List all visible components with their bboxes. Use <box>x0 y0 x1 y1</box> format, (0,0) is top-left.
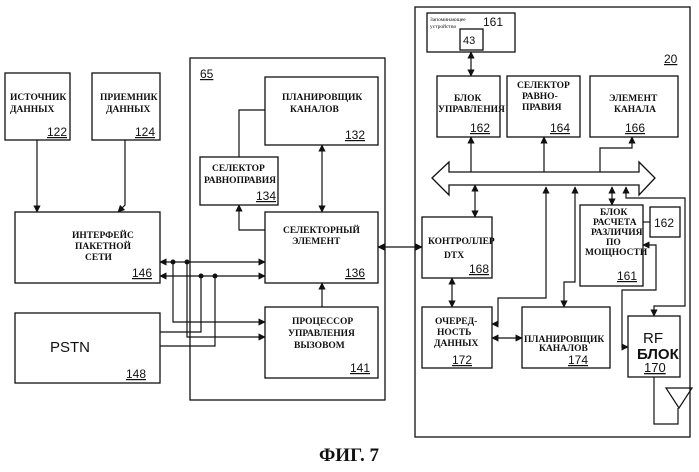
svg-text:РАЗЛИЧИЯ: РАЗЛИЧИЯ <box>591 228 643 238</box>
block-data-queue-172: ОЧЕРЕД- НОСТЬ ДАННЫХ 172 <box>422 307 492 368</box>
svg-text:170: 170 <box>644 360 666 375</box>
svg-text:РАСЧЕТА: РАСЧЕТА <box>593 218 637 228</box>
svg-text:172: 172 <box>452 353 472 367</box>
svg-text:ПРОЦЕССОР: ПРОЦЕССОР <box>292 317 353 327</box>
svg-text:132: 132 <box>345 128 365 142</box>
block-channel-scheduler-174: ПЛАНИРОВЩИК КАНАЛОВ 174 <box>522 307 610 368</box>
svg-text:ПО: ПО <box>606 238 621 248</box>
svg-text:СЕЛЕКТОР: СЕЛЕКТОР <box>212 164 265 174</box>
svg-text:ПАКЕТНОЙ: ПАКЕТНОЙ <box>75 240 132 252</box>
svg-text:ОЧЕРЕД-: ОЧЕРЕД- <box>435 317 477 327</box>
svg-text:124: 124 <box>135 125 155 139</box>
svg-text:ПРАВИЯ: ПРАВИЯ <box>522 103 562 113</box>
svg-text:ДАННЫХ: ДАННЫХ <box>106 105 151 115</box>
svg-text:ДАННЫХ: ДАННЫХ <box>434 339 479 349</box>
svg-text:БЛОК: БЛОК <box>454 94 482 104</box>
svg-text:141: 141 <box>350 361 370 375</box>
svg-text:ЭЛЕМЕНТ: ЭЛЕМЕНТ <box>292 237 341 247</box>
svg-text:134: 134 <box>256 189 276 203</box>
svg-text:ИСТОЧНИК: ИСТОЧНИК <box>10 93 66 103</box>
svg-text:БЛОК: БЛОК <box>600 208 628 218</box>
svg-text:ПЛАНИРОВЩИК: ПЛАНИРОВЩИК <box>282 93 362 103</box>
block-pstn: PSTN 148 <box>15 313 160 383</box>
block-data-source: ИСТОЧНИК ДАННЫХ 122 <box>5 73 70 140</box>
svg-text:РАВНОПРАВИЯ: РАВНОПРАВИЯ <box>204 176 276 186</box>
svg-text:162: 162 <box>654 216 674 230</box>
svg-text:168: 168 <box>469 262 489 276</box>
svg-text:166: 166 <box>625 121 645 135</box>
svg-text:СЕТИ: СЕТИ <box>85 253 113 263</box>
svg-text:НОСТЬ: НОСТЬ <box>437 328 471 338</box>
svg-text:КАНАЛОВ: КАНАЛОВ <box>290 105 339 115</box>
block-power-difference-161: БЛОК РАСЧЕТА РАЗЛИЧИЯ ПО МОЩНОСТИ 161 <box>580 205 648 286</box>
block-packet-network-interface: ИНТЕРФЕЙС ПАКЕТНОЙ СЕТИ 146 <box>15 212 160 283</box>
block-fairness-selector-164: СЕЛЕКТОР РАВНО- ПРАВИЯ 164 <box>507 76 580 137</box>
svg-text:ДАННЫХ: ДАННЫХ <box>10 105 55 115</box>
svg-text:ИНТЕРФЕЙС: ИНТЕРФЕЙС <box>72 229 134 241</box>
svg-text:КАНАЛА: КАНАЛА <box>614 105 656 115</box>
svg-text:Запоминающее: Запоминающее <box>430 17 466 23</box>
svg-text:ПРИЕМНИК: ПРИЕМНИК <box>100 93 158 103</box>
svg-text:RF: RF <box>643 330 663 347</box>
group-65-number: 65 <box>200 67 214 81</box>
svg-text:СЕЛЕКТОР: СЕЛЕКТОР <box>517 81 570 91</box>
svg-text:СЕЛЕКТОРНЫЙ: СЕЛЕКТОРНЫЙ <box>283 224 360 236</box>
svg-text:148: 148 <box>126 367 146 381</box>
svg-text:устройство: устройство <box>430 23 457 30</box>
block-control-unit-162: БЛОК УПРАВЛЕНИЯ 162 <box>437 76 505 137</box>
svg-text:146: 146 <box>132 266 152 280</box>
svg-text:162: 162 <box>470 121 490 135</box>
svg-text:РАВНО-: РАВНО- <box>522 92 558 102</box>
block-dtx-controller-168: КОНТРОЛЛЕР DTX 168 <box>422 217 495 278</box>
svg-text:ЭЛЕМЕНТ: ЭЛЕМЕНТ <box>609 94 658 104</box>
block-selector-element-136: СЕЛЕКТОРНЫЙ ЭЛЕМЕНТ 136 <box>265 212 378 283</box>
svg-text:DTX: DTX <box>444 251 464 261</box>
svg-text:43: 43 <box>463 35 475 47</box>
block-call-control-processor-141: ПРОЦЕССОР УПРАВЛЕНИЯ ВЫЗОВОМ 141 <box>265 307 378 378</box>
block-fairness-selector-134: СЕЛЕКТОР РАВНОПРАВИЯ 134 <box>200 157 278 205</box>
figure-caption: ФИГ. 7 <box>319 445 380 466</box>
svg-text:122: 122 <box>47 125 67 139</box>
svg-text:136: 136 <box>345 266 365 280</box>
svg-text:КОНТРОЛЛЕР: КОНТРОЛЛЕР <box>428 237 495 247</box>
block-memory-161: Запоминающее устройство 161 43 <box>427 13 515 52</box>
svg-text:164: 164 <box>550 121 570 135</box>
svg-text:161: 161 <box>617 269 637 283</box>
block-channel-element-166: ЭЛЕМЕНТ КАНАЛА 166 <box>590 76 678 137</box>
group-20-number: 20 <box>664 52 678 66</box>
svg-text:PSTN: PSTN <box>50 339 90 356</box>
block-channel-scheduler-132: ПЛАНИРОВЩИК КАНАЛОВ 132 <box>265 77 378 145</box>
svg-text:МОЩНОСТИ: МОЩНОСТИ <box>585 248 648 258</box>
svg-text:УПРАВЛЕНИЯ: УПРАВЛЕНИЯ <box>288 329 355 339</box>
block-rf-170: RF БЛОК 170 <box>628 316 680 377</box>
svg-text:ВЫЗОВОМ: ВЫЗОВОМ <box>294 341 345 351</box>
svg-text:УПРАВЛЕНИЯ: УПРАВЛЕНИЯ <box>438 105 505 115</box>
svg-text:174: 174 <box>568 353 588 367</box>
block-data-receiver: ПРИЕМНИК ДАННЫХ 124 <box>92 73 160 140</box>
svg-text:161: 161 <box>483 15 503 29</box>
